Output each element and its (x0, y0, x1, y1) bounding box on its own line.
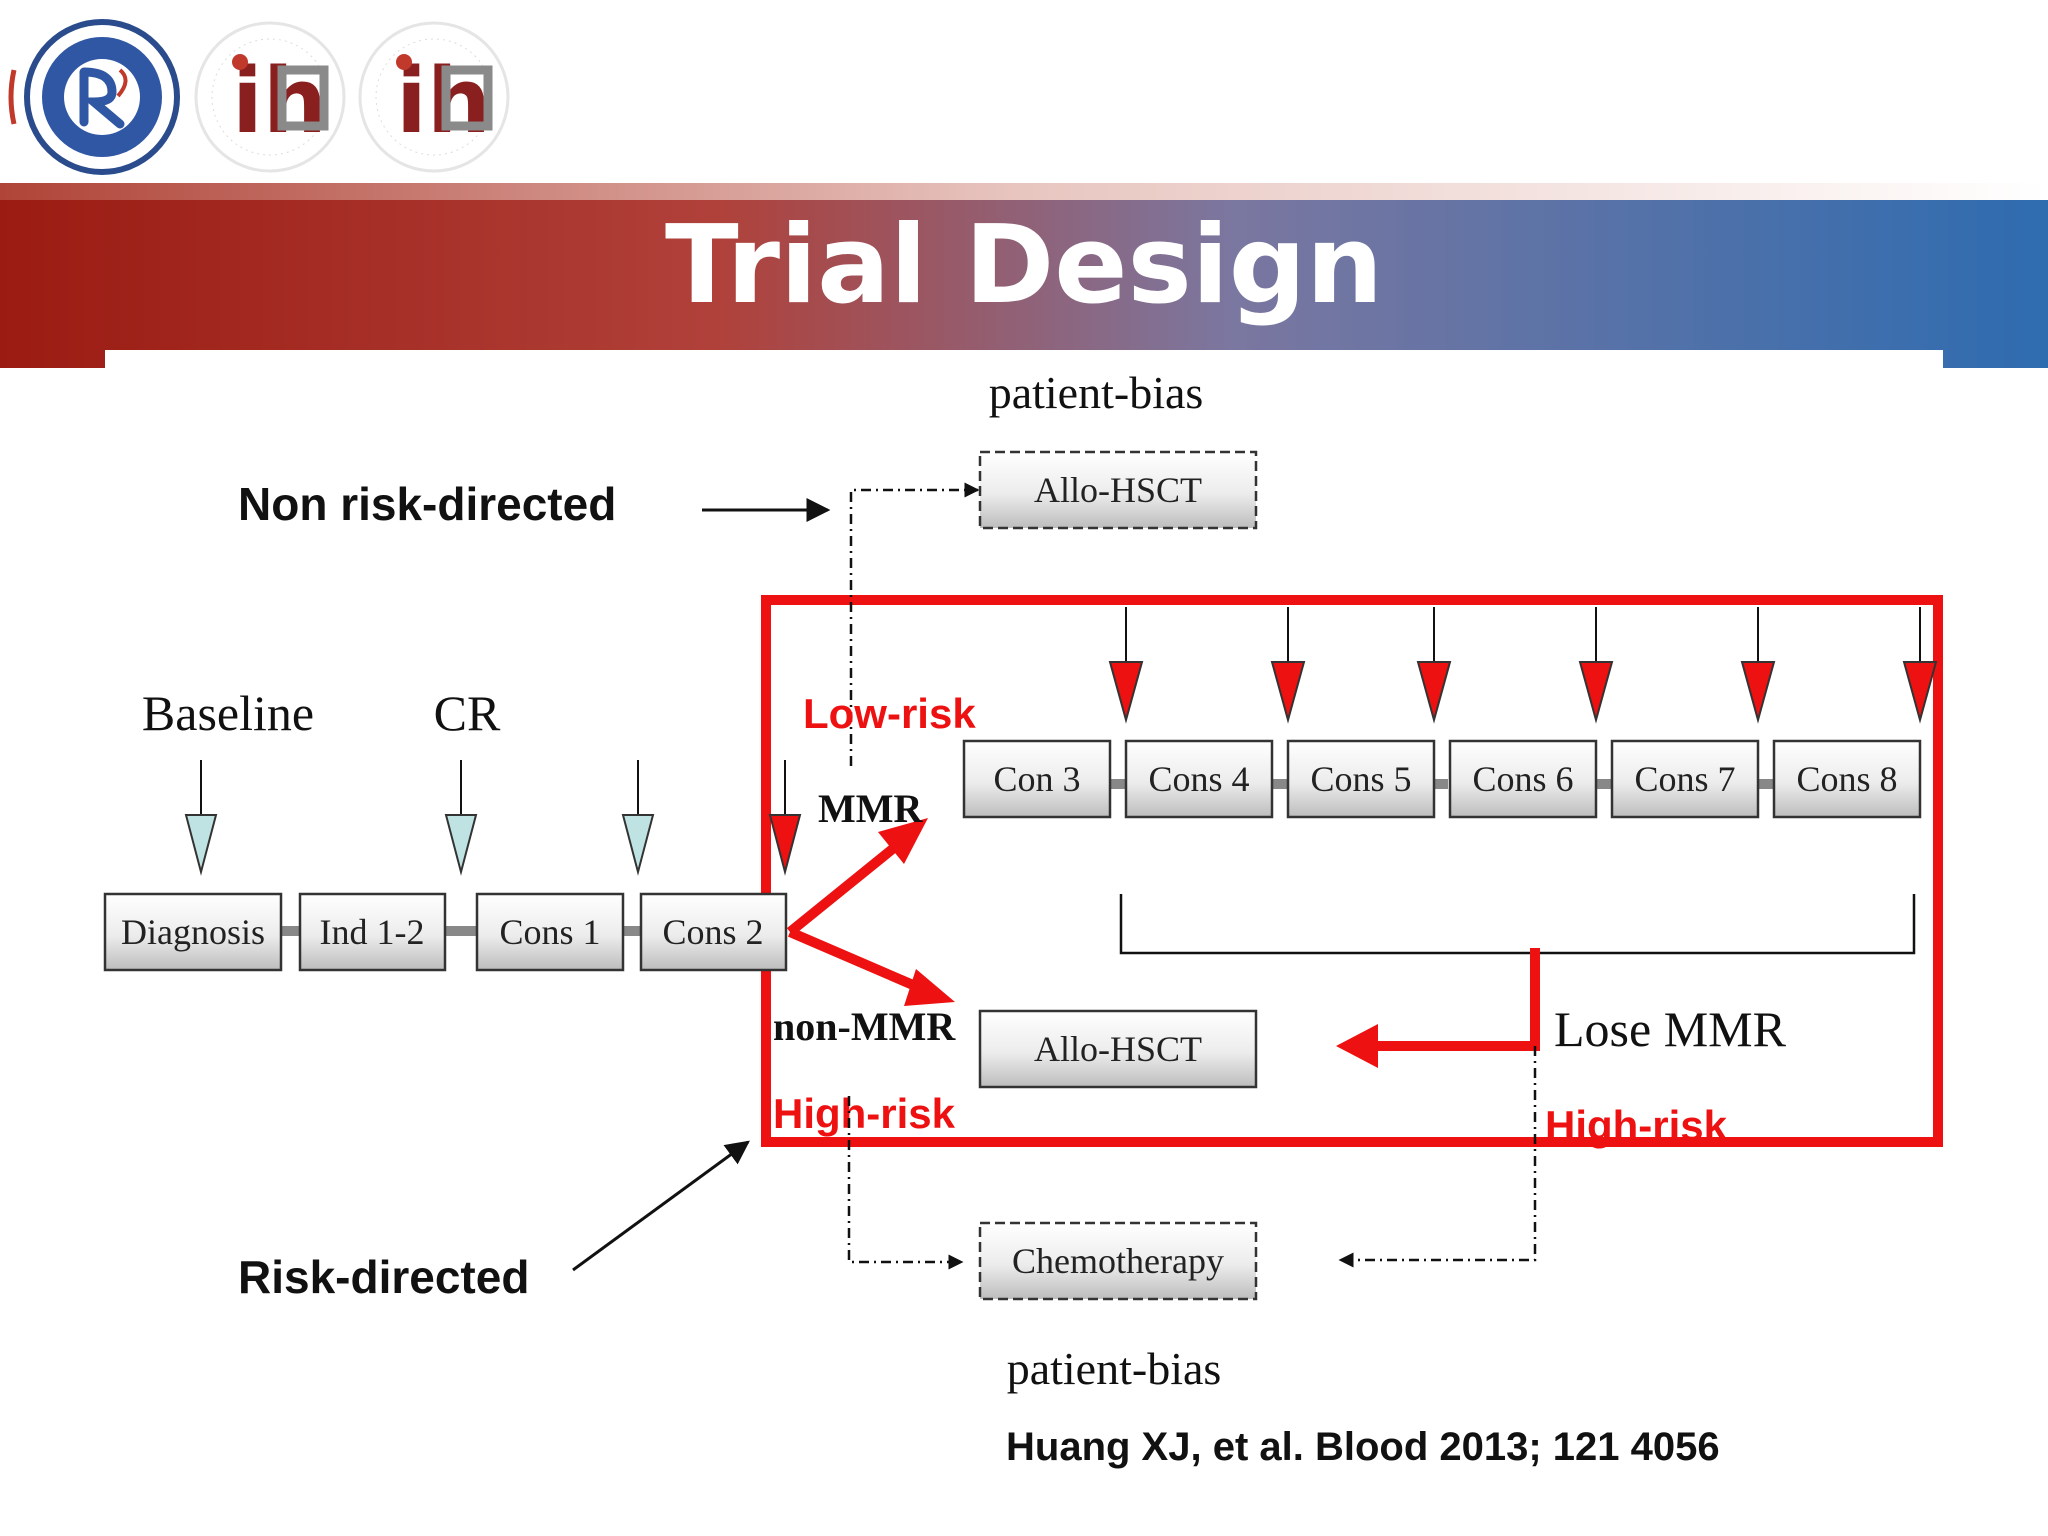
high-risk-left-label: High-risk (773, 1090, 956, 1137)
dashed-path-to-chemo-right (1338, 1046, 1537, 1268)
allo-hsct-mid-label: Allo-HSCT (1034, 1029, 1202, 1069)
non-mmr-label: non-MMR (773, 1004, 956, 1049)
mmr-label: MMR (818, 786, 924, 831)
cons1-arrowhead (621, 814, 655, 876)
risk-directed-arrow (572, 1140, 750, 1272)
cons8-label: Cons 8 (1796, 759, 1897, 799)
cr-label: CR (434, 685, 501, 741)
ihb-logo-2: ih (358, 21, 510, 173)
chemotherapy-box: Chemotherapy (978, 1221, 1258, 1301)
cons4-label: Cons 4 (1148, 759, 1249, 799)
cons4-box: Cons 4 (1124, 739, 1274, 819)
cons8-box: Cons 8 (1772, 739, 1922, 819)
branch-arrows (786, 818, 955, 1006)
cons1-box: Cons 1 (475, 892, 625, 972)
risk-directed-boundary (761, 595, 1943, 1147)
mmr-branch-arrow (786, 843, 899, 936)
cons8-red-arrowhead (1902, 661, 1938, 724)
allo-hsct-top-box: Allo-HSCT (978, 450, 1258, 530)
cons5-label: Cons 5 (1310, 759, 1411, 799)
diagnosis-box: Diagnosis (103, 892, 283, 972)
cons3-box: Con 3 (962, 739, 1112, 819)
cons6-red-arrowhead (1578, 661, 1614, 724)
allo-hsct-mid-box: Allo-HSCT (978, 1009, 1258, 1089)
university-seal-logo (8, 19, 180, 175)
patient-bias-bottom-label: patient-bias (1007, 1343, 1222, 1394)
cr-arrowhead (444, 814, 478, 876)
baseline-label: Baseline (142, 685, 314, 741)
high-risk-right-label: High-risk (1545, 1102, 1728, 1149)
ihb-logo-1: ih (194, 21, 346, 173)
cons5-box: Cons 5 (1286, 739, 1436, 819)
cons7-red-arrowhead (1740, 661, 1776, 724)
header-logos: ih ih (8, 19, 510, 175)
cons7-box: Cons 7 (1610, 739, 1760, 819)
cons3-label: Con 3 (993, 759, 1080, 799)
patient-bias-top-label: patient-bias (989, 367, 1204, 418)
consolidation-row: Con 3 Cons 4 Cons 5 Cons 6 Cons 7 Cons 8 (962, 739, 1922, 819)
non-mmr-branch-arrow (788, 927, 922, 993)
teal-arrows (184, 760, 655, 876)
title-banner: Trial Design (0, 183, 2048, 390)
cons1-label: Cons 1 (499, 912, 600, 952)
lose-mmr-arrow (1375, 948, 1540, 1051)
cons3-red-arrowhead (1108, 661, 1144, 724)
main-treatment-row: Diagnosis Ind 1-2 Cons 1 Cons 2 (103, 892, 788, 972)
cons7-label: Cons 7 (1634, 759, 1735, 799)
cons5-red-arrowhead (1416, 661, 1452, 724)
lose-mmr-label: Lose MMR (1554, 1001, 1787, 1057)
red-down-arrows (768, 607, 1938, 876)
non-risk-directed-label: Non risk-directed (238, 478, 616, 530)
cons2-box: Cons 2 (639, 892, 788, 972)
allo-hsct-top-label: Allo-HSCT (1034, 470, 1202, 510)
cons6-label: Cons 6 (1472, 759, 1573, 799)
low-risk-label: Low-risk (803, 690, 976, 737)
chemotherapy-label: Chemotherapy (1012, 1241, 1224, 1281)
citation: Huang XJ, et al. Blood 2013; 121 4056 (1006, 1425, 1720, 1469)
induction-label: Ind 1-2 (320, 912, 425, 952)
diagnosis-label: Diagnosis (121, 912, 265, 952)
induction-box: Ind 1-2 (298, 892, 447, 972)
cons6-box: Cons 6 (1448, 739, 1598, 819)
risk-directed-label: Risk-directed (238, 1251, 529, 1303)
cons2-red-arrowhead (768, 814, 802, 876)
consolidation-bracket (1119, 894, 1916, 955)
cons4-red-arrowhead (1270, 661, 1306, 724)
baseline-arrowhead (184, 814, 218, 876)
cons2-label: Cons 2 (662, 912, 763, 952)
dashed-path-to-allo-top (849, 482, 980, 766)
page-title: Trial Design (665, 203, 1383, 328)
